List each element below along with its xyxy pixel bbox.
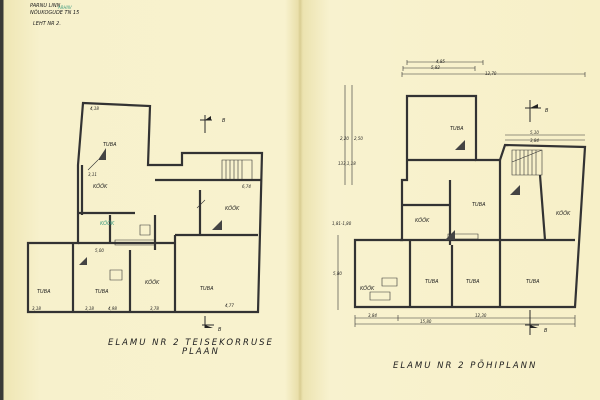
room-label: TUBA [425, 279, 439, 285]
room-label: TUBA [472, 202, 486, 208]
dimension: 3,18 [32, 306, 41, 311]
dimension: 15,80 [420, 319, 432, 324]
room-label: TUBA [466, 279, 480, 285]
room-label: TUBA [526, 279, 540, 285]
dimension: 4,98 [108, 306, 117, 311]
left-plan-subtitle: PLAAN [182, 347, 220, 357]
room-label: TUBA [200, 286, 214, 292]
room-label: TUBA [103, 142, 117, 148]
dimension: 3,11 [88, 172, 97, 177]
room-label: KÖÖK [145, 279, 160, 286]
svg-text:B: B [544, 328, 548, 334]
dimension: 5,82 [431, 65, 440, 70]
dimension: 3,84 [530, 138, 539, 143]
section-marker: B B [525, 100, 549, 335]
dimension: 5,10 [530, 130, 539, 135]
dimension: 3,84 [368, 313, 377, 318]
room-label: KÖÖK [415, 217, 430, 224]
left-plan-title: ELAMU NR 2 TEISEKORRUSE [108, 338, 274, 348]
dimension: 12,70 [485, 71, 497, 76]
dimension: 6,74 [242, 184, 251, 189]
svg-text:B: B [222, 118, 226, 124]
dimension: 4,77 [225, 303, 234, 308]
room-label: TUBA [450, 126, 464, 132]
room-label: KÖÖK [93, 183, 108, 190]
dimension: 2,20 [340, 136, 349, 141]
right-floor-plan: 4,85 5,82 12,70 2,20 2,50 133,1,18 1,81-… [332, 59, 587, 371]
header-address: NÕUKOGUDE TN 15 [30, 9, 79, 16]
dimension: 5,80 [333, 271, 342, 276]
dimension: 12,30 [475, 313, 487, 318]
room-label: KÖÖK [556, 210, 571, 217]
sheet-header: PARNU LINN ARHIIV NÕUKOGUDE TN 15 LEHT N… [30, 3, 79, 27]
room-label: TUBA [37, 289, 51, 295]
right-plan-title: ELAMU NR 2 PÕHIPLANN [393, 359, 537, 371]
room-label: KÖÖK [225, 205, 240, 212]
dimension: 4,85 [436, 59, 445, 64]
section-marker: B B [200, 115, 226, 333]
dimension: 3,18 [85, 306, 94, 311]
dimension: 2,50 [354, 136, 363, 141]
archive-stamp: ARHIIV [57, 5, 72, 10]
room-label: KÖÖK [360, 285, 375, 292]
header-sheet: LEHT NR 2. [33, 21, 61, 27]
dimension: 1,81-1,80 [332, 221, 352, 226]
svg-text:B: B [218, 327, 222, 333]
room-label: TUBA [95, 289, 109, 295]
dimension: 3,78 [150, 306, 159, 311]
room-label: KÖÖK [100, 220, 115, 227]
svg-text:B: B [545, 108, 549, 114]
dimension: 4,18 [90, 106, 99, 111]
dimension: 133,1,18 [338, 161, 356, 166]
left-floor-plan: TUBA KÖÖK TUBA TUBA KÖÖK TUBA KÖÖK KÖÖK … [26, 101, 274, 357]
dimension: 5,00 [95, 248, 104, 253]
header-city: PARNU LINN [30, 3, 61, 9]
